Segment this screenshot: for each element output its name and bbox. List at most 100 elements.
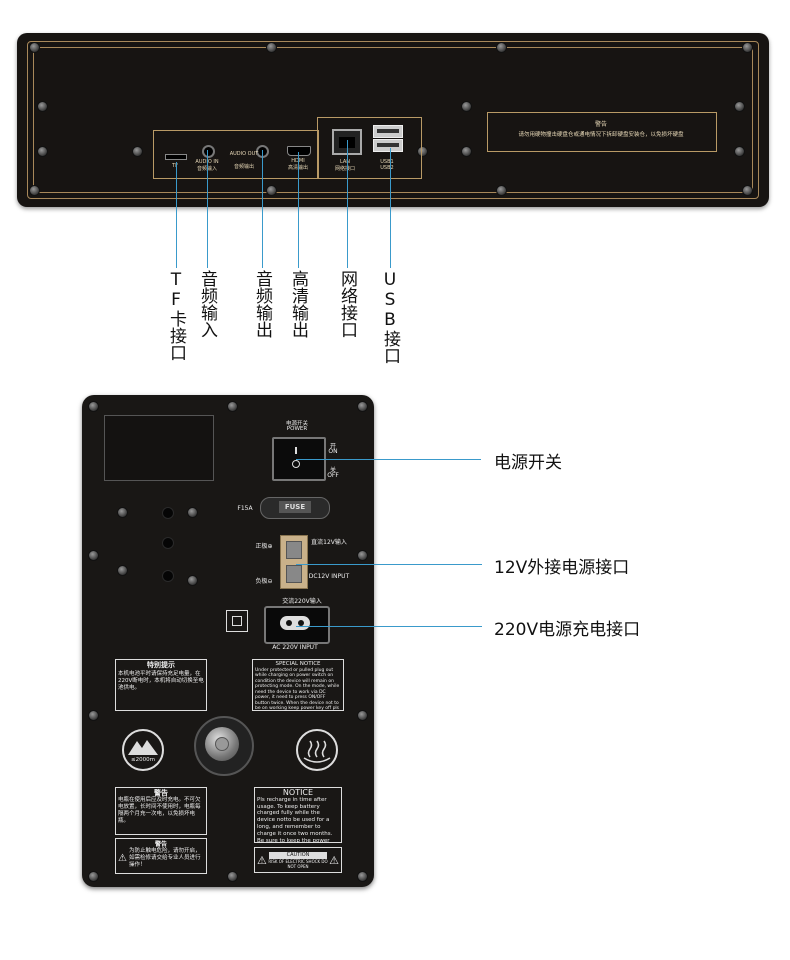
caution-notice: ⚠ CAUTION RISK OF ELECTRIC SHOCK DO NOT … bbox=[254, 847, 342, 873]
screw-icon bbox=[742, 42, 753, 53]
hdd-warning-text: 请勿用硬物撞击硬盘仓或通电情况下拆卸硬盘安装仓，以免损坏硬盘 bbox=[518, 132, 684, 138]
fuse-holder[interactable]: FUSE bbox=[260, 497, 330, 519]
label-hdmi-output: 高清输出 bbox=[288, 270, 308, 338]
dc-terminal-block[interactable] bbox=[280, 535, 308, 589]
hdd-warning-title: 警告 bbox=[594, 121, 607, 128]
power-switch-label-en: POWER bbox=[286, 426, 308, 432]
screw-icon bbox=[496, 185, 507, 196]
usb1-port[interactable] bbox=[373, 125, 403, 138]
ac-socket-inlet bbox=[280, 616, 310, 630]
leader-line-hdmi bbox=[298, 152, 299, 268]
screw-icon bbox=[37, 146, 48, 157]
screw-icon bbox=[88, 871, 99, 882]
hdmi-port[interactable] bbox=[287, 146, 311, 156]
altitude-limit-label: ≤2000m bbox=[131, 757, 155, 763]
rear-panel-bottom: 电源开关 POWER 开 ON 关 OFF F15A FUSE 正极⊕ 负极⊖ … bbox=[82, 395, 374, 887]
tf-port-label: TF bbox=[172, 163, 178, 169]
leader-line-power-switch bbox=[296, 459, 481, 460]
mount-hole bbox=[162, 507, 174, 519]
grounding-bolt-head bbox=[215, 737, 229, 751]
positive-terminal-label: 正极⊕ bbox=[255, 543, 273, 550]
on-label-cn: 开 bbox=[329, 443, 336, 450]
warning-notice-cn-2-text: 为防止触电危险，请勿开启，如需检修请交给专业人员进行操作！ bbox=[128, 848, 201, 868]
off-label-cn: 关 bbox=[329, 467, 336, 474]
dc-input-label-cn: 直流12V输入 bbox=[311, 539, 347, 546]
off-label-en: OFF bbox=[327, 472, 339, 479]
special-notice-cn-text: 本机电池平时请保持充足电量，在220V断电时，本机将自动切换至电池供电。 bbox=[118, 671, 204, 691]
rear-panel-top: TF AUDIO IN 音频输入 AUDIO OUT 音频输出 HDMI 高清输… bbox=[17, 33, 769, 207]
screw-icon bbox=[266, 185, 277, 196]
audio-in-jack[interactable] bbox=[202, 145, 215, 158]
grounding-terminal[interactable] bbox=[194, 716, 254, 776]
special-notice-cn: 特别提示 本机电池平时请保持充足电量，在220V断电时，本机将自动切换至电池供电… bbox=[115, 659, 207, 711]
negative-terminal[interactable] bbox=[286, 565, 302, 583]
lan-label: LAN bbox=[339, 159, 351, 165]
label-audio-output: 音频输出 bbox=[252, 270, 272, 338]
screw-icon bbox=[742, 185, 753, 196]
frame-inner bbox=[33, 47, 753, 193]
hdmi-label-cn: 高清输出 bbox=[283, 164, 313, 171]
audio-out-label-cn: 音频输出 bbox=[233, 164, 254, 170]
altitude-icon: ≤2000m bbox=[122, 729, 164, 771]
blank-window bbox=[104, 415, 214, 481]
screw-icon bbox=[266, 42, 277, 53]
special-notice-en: SPECIAL NOTICE Under protected or pulled… bbox=[252, 659, 344, 711]
screw-icon bbox=[357, 401, 368, 412]
screw-icon bbox=[496, 42, 507, 53]
switch-on-mark-icon bbox=[295, 447, 297, 454]
screw-icon bbox=[132, 146, 143, 157]
usb1-port-opening bbox=[377, 129, 399, 133]
ac-power-socket[interactable] bbox=[264, 606, 330, 644]
screw-icon bbox=[734, 146, 745, 157]
leader-line-lan bbox=[347, 140, 348, 268]
screw-icon bbox=[88, 550, 99, 561]
screw-icon bbox=[461, 101, 472, 112]
screw-icon bbox=[227, 871, 238, 882]
special-notice-en-title: SPECIAL NOTICE bbox=[275, 661, 321, 667]
leader-line-dc-input bbox=[296, 564, 482, 565]
screw-icon bbox=[88, 710, 99, 721]
warning-notice-cn-2: 警告 ⚠ 为防止触电危险，请勿开启，如需检修请交给专业人员进行操作！ bbox=[115, 838, 207, 874]
leader-line-audio-out bbox=[262, 150, 263, 268]
screw-icon bbox=[357, 550, 368, 561]
fuse-cap-label: FUSE bbox=[279, 501, 311, 513]
notice-en-title: NOTICE bbox=[282, 788, 314, 797]
power-switch-label-cn: 电源开关 bbox=[285, 421, 308, 427]
leader-line-usb bbox=[390, 148, 391, 268]
usb2-port[interactable] bbox=[373, 139, 403, 152]
special-notice-en-text: Under protected or pulled plug out while… bbox=[255, 667, 340, 711]
notice-en-text: Pls recharge in time after usage. To kee… bbox=[257, 796, 333, 843]
audio-in-label-cn: 音频输入 bbox=[189, 165, 225, 172]
frame-outer bbox=[27, 41, 759, 199]
usb1-label: USB1 bbox=[380, 159, 394, 165]
label-network-port: 网络接口 bbox=[337, 270, 357, 338]
caution-block: CAUTION RISK OF ELECTRIC SHOCK DO NOT OP… bbox=[267, 851, 329, 869]
humidity-icon bbox=[296, 729, 338, 771]
caution-text: RISK OF ELECTRIC SHOCK DO NOT OPEN bbox=[268, 858, 328, 869]
audio-out-label: AUDIO OUT bbox=[229, 151, 259, 157]
positive-terminal[interactable] bbox=[286, 541, 302, 559]
notice-en: NOTICE Pls recharge in time after usage.… bbox=[254, 787, 342, 843]
double-insulation-icon bbox=[226, 610, 248, 632]
lan-label-cn: 网络接口 bbox=[334, 166, 355, 172]
mount-hole bbox=[162, 570, 174, 582]
warning-triangle-icon: ⚠ bbox=[118, 853, 127, 864]
label-usb-port: USB接口 bbox=[380, 270, 400, 364]
hdd-warning-box bbox=[487, 112, 717, 152]
usb2-label: USB2 bbox=[380, 165, 394, 171]
callout-ac-input: 220V电源充电接口 bbox=[494, 620, 641, 640]
screw-icon bbox=[187, 575, 198, 586]
warning-triangle-icon: ⚠ bbox=[329, 853, 339, 867]
usb2-port-opening bbox=[377, 143, 399, 147]
screw-icon bbox=[29, 42, 40, 53]
screw-icon bbox=[417, 146, 428, 157]
screw-icon bbox=[227, 401, 238, 412]
special-notice-cn-title: 特别提示 bbox=[147, 661, 175, 669]
tf-card-slot[interactable] bbox=[165, 154, 187, 160]
double-insulation-inner-square bbox=[232, 616, 242, 626]
screw-icon bbox=[461, 146, 472, 157]
screw-icon bbox=[37, 101, 48, 112]
screw-icon bbox=[357, 871, 368, 882]
warning-notice-cn-2-body: ⚠ 为防止触电危险，请勿开启，如需检修请交给专业人员进行操作！ bbox=[118, 848, 204, 869]
label-tf-card-port: TF卡接口 bbox=[166, 270, 186, 361]
